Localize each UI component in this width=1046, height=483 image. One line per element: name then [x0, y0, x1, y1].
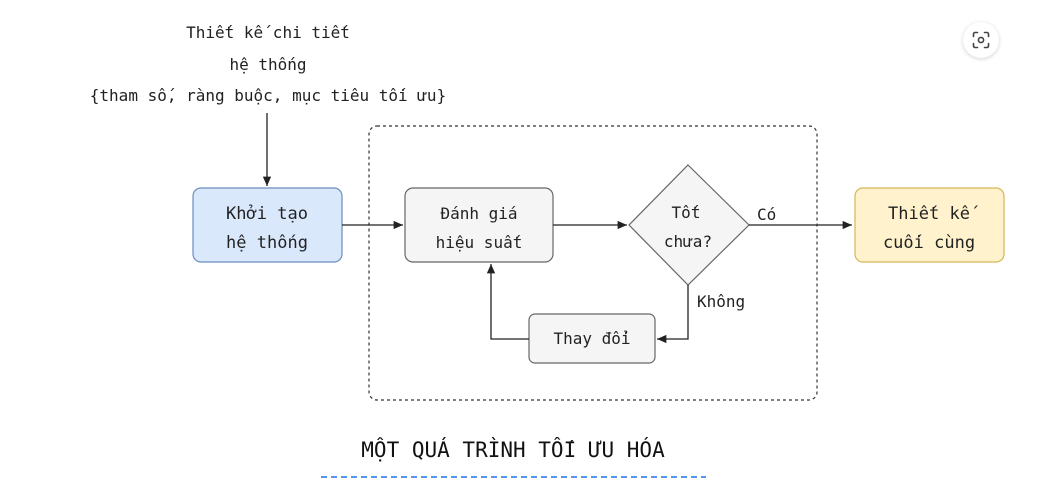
no-arrow [657, 285, 689, 344]
lens-scan-button[interactable] [963, 22, 999, 58]
eval-box-line2: hiệu suất [436, 233, 523, 252]
decision-line1: Tốt [672, 203, 701, 222]
evaluate-performance-box: Đánh giá hiệu suất [404, 187, 554, 263]
final-box-line2: cuối cùng [883, 233, 975, 253]
final-design-box: Thiết kế cuối cùng [854, 187, 1005, 263]
final-box-line1: Thiết kế [888, 204, 978, 224]
loop-container [368, 125, 818, 401]
init-box-line2: hệ thống [226, 233, 308, 253]
init-box-line1: Khởi tạo [226, 204, 308, 224]
eval-box-line1: Đánh giá [440, 204, 517, 223]
input-text-line2: hệ thống [229, 55, 306, 74]
decision-line2: chưa? [664, 232, 712, 251]
change-box: Thay đổi [528, 313, 656, 364]
change-box-label: Thay đổi [553, 329, 630, 348]
no-label: Không [697, 292, 745, 311]
init-system-box: Khởi tạo hệ thống [192, 187, 343, 263]
input-text-line3: {tham số, ràng buộc, mục tiêu tối ưu} [90, 86, 446, 105]
diagram-title: MỘT QUÁ TRÌNH TỐI ƯU HÓA [361, 436, 665, 462]
decision-diamond: Tốt chưa? [628, 164, 750, 286]
lens-scan-icon [972, 31, 990, 49]
input-text-line1: Thiết kế chi tiết [186, 23, 350, 42]
yes-label: Có [757, 205, 776, 224]
feedback-arrow [486, 264, 529, 340]
